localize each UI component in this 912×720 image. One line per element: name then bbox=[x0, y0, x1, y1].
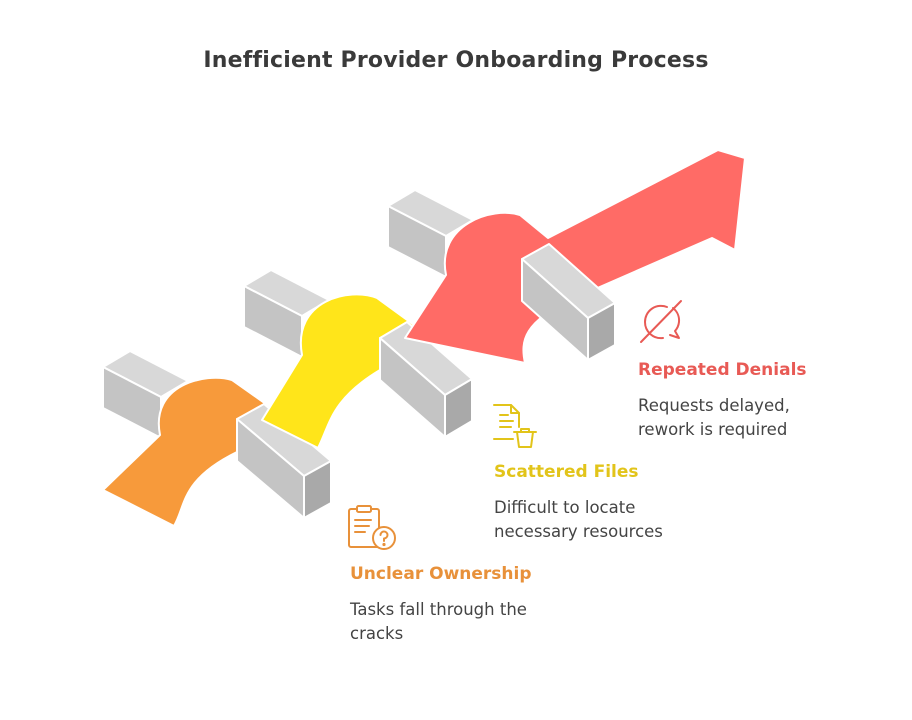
callout-heading: Scattered Files bbox=[494, 462, 639, 482]
file-trash-icon bbox=[493, 404, 537, 448]
callout-unclear-ownership: Unclear Ownership Tasks fall through the… bbox=[350, 564, 532, 646]
callout-scattered-files: Scattered Files Difficult to locate nece… bbox=[494, 462, 663, 544]
barrier-1-back bbox=[102, 350, 189, 439]
barrier-2-front bbox=[379, 321, 473, 438]
ribbon-yellow bbox=[261, 293, 426, 449]
ribbon-red-arrow bbox=[404, 149, 746, 364]
callout-description: Difficult to locate necessary resources bbox=[494, 498, 663, 541]
diagram-title: Inefficient Provider Onboarding Process bbox=[203, 48, 709, 73]
callout-description: Tasks fall through the cracks bbox=[350, 600, 527, 643]
callout-heading: Unclear Ownership bbox=[350, 564, 532, 584]
callout-heading: Repeated Denials bbox=[638, 360, 807, 380]
message-off-icon bbox=[640, 300, 682, 343]
barrier-2-back bbox=[243, 269, 330, 358]
barrier-1-front bbox=[236, 403, 332, 519]
clipboard-question-icon bbox=[348, 505, 396, 550]
ribbon-orange bbox=[102, 376, 281, 527]
barrier-3-front bbox=[521, 243, 616, 361]
callout-description: Requests delayed, rework is required bbox=[638, 396, 790, 439]
callout-repeated-denials: Repeated Denials Requests delayed, rewor… bbox=[638, 360, 807, 442]
